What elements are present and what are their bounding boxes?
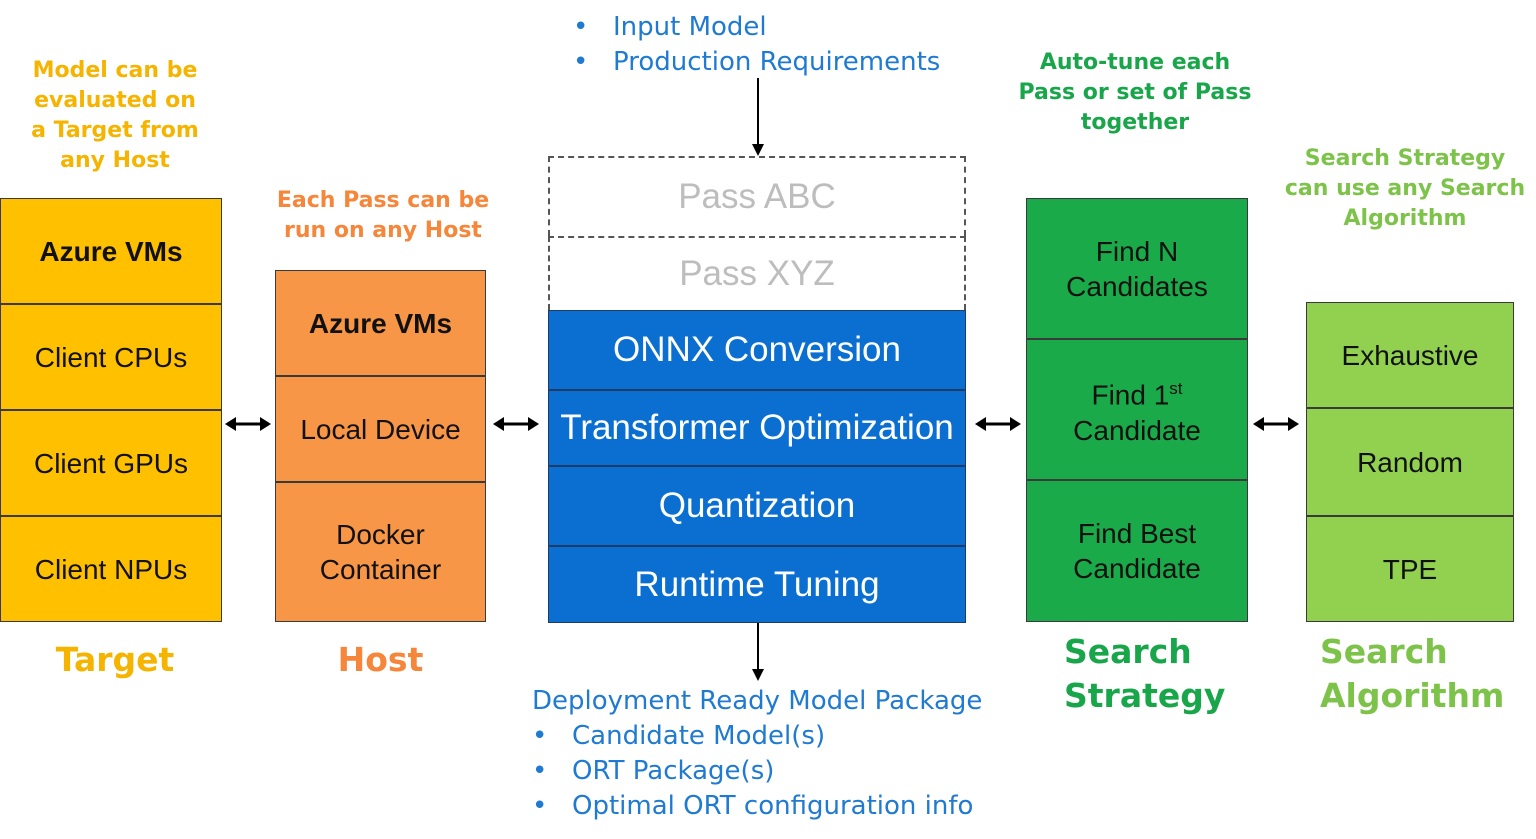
target-note: Model can be evaluated on a Target from … bbox=[10, 56, 220, 176]
double-arrow-icon bbox=[225, 414, 271, 434]
algorithm-note: Search Strategy can use any Search Algor… bbox=[1280, 144, 1530, 234]
algorithm-random: Random bbox=[1306, 408, 1514, 516]
input-list: • Input Model • Production Requirements bbox=[573, 10, 940, 80]
strategy-item-label: Find Best bbox=[1077, 518, 1197, 549]
host-label: Host bbox=[337, 640, 424, 679]
strategy-label-line: Search bbox=[1064, 632, 1192, 671]
host-note-line: Each Pass can be bbox=[276, 188, 490, 213]
strategy-note-line: Pass or set of Pass bbox=[1018, 80, 1252, 105]
target-client-cpus: Client CPUs bbox=[0, 304, 222, 410]
algorithm-label: Search Algorithm bbox=[1320, 630, 1504, 718]
bullet-icon: • bbox=[532, 756, 548, 786]
input-item-label: Production Requirements bbox=[613, 47, 941, 77]
host-item-label: Local Device bbox=[300, 413, 461, 445]
host-local-device: Local Device bbox=[275, 376, 486, 482]
pass-onnx-conversion: ONNX Conversion bbox=[548, 310, 966, 390]
algorithm-note-line: can use any Search bbox=[1284, 176, 1526, 201]
target-item-label: Client GPUs bbox=[33, 447, 189, 479]
host-stack: Azure VMs Local Device Docker Container bbox=[275, 270, 486, 622]
pass-transformer-optimization: Transformer Optimization bbox=[548, 390, 966, 466]
bullet-icon: • bbox=[573, 12, 589, 42]
strategy-stack: Find N Candidates Find 1st Candidate Fin… bbox=[1026, 198, 1248, 622]
host-item-label: Azure VMs bbox=[308, 307, 453, 339]
output-title: Deployment Ready Model Package bbox=[532, 686, 983, 716]
strategy-label-line: Strategy bbox=[1064, 676, 1226, 715]
output-item: • ORT Package(s) bbox=[532, 754, 973, 789]
target-stack: Azure VMs Client CPUs Client GPUs Client… bbox=[0, 198, 222, 622]
strategy-find-1st-candidate: Find 1st Candidate bbox=[1026, 339, 1248, 480]
pass-xyz: Pass XYZ bbox=[548, 236, 966, 310]
algorithm-label-line: Search bbox=[1320, 632, 1448, 671]
output-item-label: ORT Package(s) bbox=[572, 756, 775, 786]
target-item-label: Client NPUs bbox=[34, 553, 188, 585]
target-item-label: Azure VMs bbox=[39, 235, 183, 267]
output-list: • Candidate Model(s) • ORT Package(s) • … bbox=[532, 719, 973, 824]
output-item: • Optimal ORT configuration info bbox=[532, 789, 973, 824]
target-note-line: any Host bbox=[60, 148, 170, 173]
pass-label: Pass ABC bbox=[678, 177, 836, 216]
output-item-label: Optimal ORT configuration info bbox=[572, 791, 974, 821]
pass-stack: Pass ABC Pass XYZ ONNX Conversion Transf… bbox=[548, 156, 966, 623]
host-docker-container: Docker Container bbox=[275, 482, 486, 622]
bullet-icon: • bbox=[532, 791, 548, 821]
algorithm-note-line: Algorithm bbox=[1343, 206, 1467, 231]
double-arrow-icon bbox=[493, 414, 539, 434]
strategy-item-label: Candidate bbox=[1073, 553, 1201, 584]
input-item-label: Input Model bbox=[613, 12, 767, 42]
target-label: Target bbox=[55, 640, 175, 679]
strategy-find-best-candidate: Find Best Candidate bbox=[1026, 480, 1248, 622]
target-azure-vms: Azure VMs bbox=[0, 198, 222, 304]
host-note-line: run on any Host bbox=[284, 218, 482, 243]
strategy-label: Search Strategy bbox=[1064, 630, 1225, 718]
target-client-gpus: Client GPUs bbox=[0, 410, 222, 516]
double-arrow-icon bbox=[1253, 414, 1299, 434]
host-azure-vms: Azure VMs bbox=[275, 270, 486, 376]
target-note-line: evaluated on bbox=[34, 88, 196, 113]
pass-label: Runtime Tuning bbox=[634, 564, 880, 604]
algorithm-label-line: Algorithm bbox=[1320, 676, 1505, 715]
input-item: • Production Requirements bbox=[573, 45, 940, 80]
bullet-icon: • bbox=[573, 47, 589, 77]
target-note-line: Model can be bbox=[32, 58, 198, 83]
pass-label: ONNX Conversion bbox=[613, 330, 901, 369]
algorithm-item-label: TPE bbox=[1382, 553, 1438, 585]
strategy-item-label: Find N bbox=[1095, 235, 1179, 267]
algorithm-item-label: Random bbox=[1357, 446, 1463, 478]
output-item: • Candidate Model(s) bbox=[532, 719, 973, 754]
target-client-npus: Client NPUs bbox=[0, 516, 222, 622]
pass-abc: Pass ABC bbox=[548, 156, 966, 236]
pass-label: Pass XYZ bbox=[679, 254, 835, 293]
strategy-note: Auto-tune each Pass or set of Pass toget… bbox=[1010, 48, 1260, 138]
bullet-icon: • bbox=[532, 721, 548, 751]
strategy-item-label-part: Find 1 bbox=[1091, 379, 1170, 411]
output-item-label: Candidate Model(s) bbox=[572, 721, 826, 751]
pass-runtime-tuning: Runtime Tuning bbox=[548, 546, 966, 623]
strategy-item-label: Candidate bbox=[1073, 414, 1201, 446]
double-arrow-icon bbox=[975, 414, 1021, 434]
host-item-label: Container bbox=[319, 554, 442, 585]
input-item: • Input Model bbox=[573, 10, 940, 45]
pass-quantization: Quantization bbox=[548, 466, 966, 546]
strategy-note-line: Auto-tune each bbox=[1039, 50, 1231, 75]
algorithm-note-line: Search Strategy bbox=[1304, 146, 1506, 171]
target-item-label: Client CPUs bbox=[34, 341, 188, 373]
pass-label: Transformer Optimization bbox=[560, 408, 954, 447]
target-note-line: a Target from bbox=[31, 118, 199, 143]
pass-label: Quantization bbox=[658, 486, 856, 525]
superscript: st bbox=[1169, 379, 1183, 399]
host-item-label: Docker bbox=[336, 519, 425, 550]
strategy-item-label: Candidates bbox=[1066, 270, 1208, 302]
strategy-find-n-candidates: Find N Candidates bbox=[1026, 198, 1248, 339]
strategy-item-label: Find 1st bbox=[1091, 371, 1182, 412]
algorithm-stack: Exhaustive Random TPE bbox=[1306, 302, 1514, 622]
strategy-note-line: together bbox=[1080, 110, 1190, 135]
algorithm-tpe: TPE bbox=[1306, 516, 1514, 622]
algorithm-exhaustive: Exhaustive bbox=[1306, 302, 1514, 408]
algorithm-item-label: Exhaustive bbox=[1341, 339, 1479, 371]
down-arrow-icon bbox=[750, 78, 766, 156]
down-arrow-icon bbox=[750, 623, 766, 681]
host-note: Each Pass can be run on any Host bbox=[270, 186, 496, 246]
